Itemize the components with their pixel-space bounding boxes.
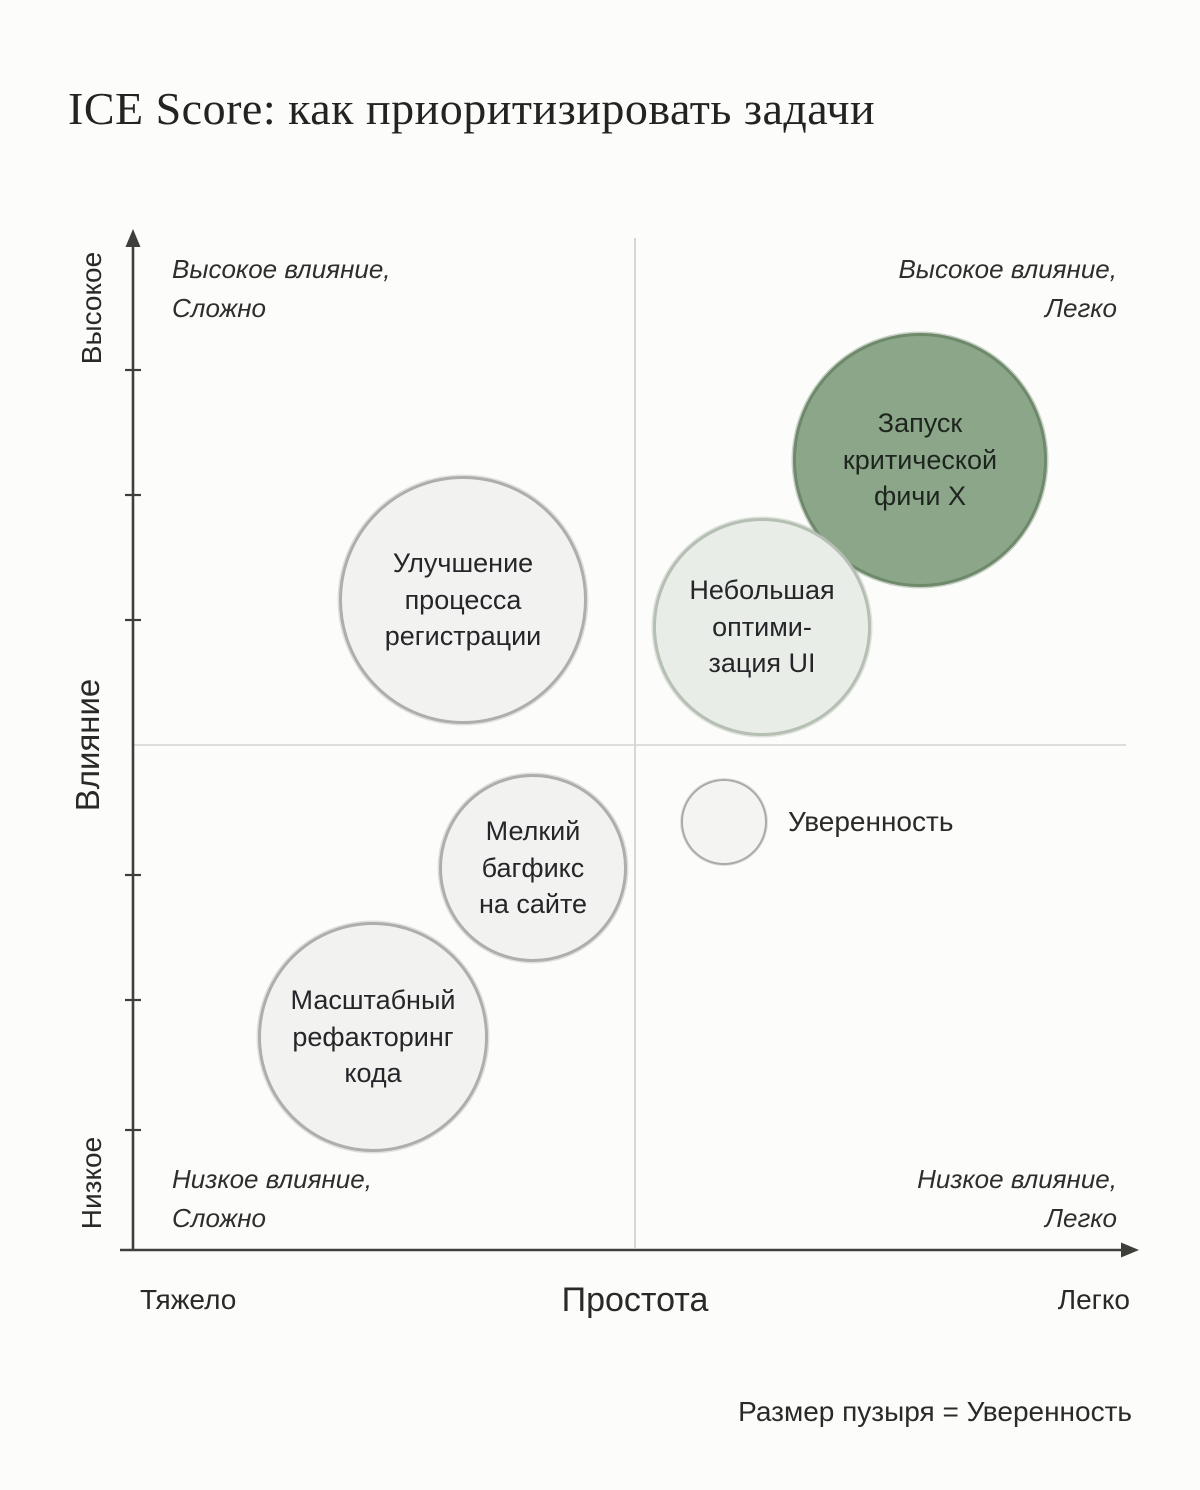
bubble-code-refactoring: Масштабный рефакторинг кода [258,922,488,1152]
y-axis-high-label: Высокое [76,251,107,365]
legend-bubble-label: Уверенность [788,806,954,837]
quadrant-label-top-left: Высокое влияние, Сложно [172,254,391,323]
x-axis-easy-label: Легко [1057,1284,1130,1315]
legend-note: Размер пузыря = Уверенность [738,1396,1132,1427]
bubble-minor-bugfix-label: Мелкий багфикс на сайте [478,816,588,920]
quadrant-label-top-right: Высокое влияние, Легко [898,254,1117,323]
bubble-registration-improvement: Улучшение процесса регистрации [339,476,587,724]
y-axis-low-label: Низкое [76,1136,107,1230]
bubble-code-refactoring-label: Масштабный рефакторинг кода [290,985,456,1089]
y-axis-line [125,229,141,1250]
y-axis-title: Влияние [69,678,106,812]
legend-size-bubble [681,779,767,865]
bubble-ui-optimization-label: Небольшая оптими- зация UI [689,575,835,679]
bubble-launch-critical-feature: Запуск критической фичи X [793,333,1047,587]
y-axis-ticks [125,368,141,1132]
bubble-registration-improvement-label: Улучшение процесса регистрации [384,548,542,652]
quadrant-label-bottom-right: Низкое влияние, Легко [917,1164,1117,1233]
bubble-minor-bugfix: Мелкий багфикс на сайте [439,774,627,962]
page-title: ICE Score: как приоритизировать задачи [68,83,876,134]
bubble-ui-optimization: Небольшая оптими- зация UI [653,518,871,736]
quadrant-label-bottom-left: Низкое влияние, Сложно [172,1164,372,1233]
bubble-launch-critical-feature-label: Запуск критической фичи X [842,408,998,512]
x-axis-hard-label: Тяжело [140,1284,237,1315]
x-axis-title: Простота [561,1281,709,1319]
x-axis-line [120,1242,1139,1258]
